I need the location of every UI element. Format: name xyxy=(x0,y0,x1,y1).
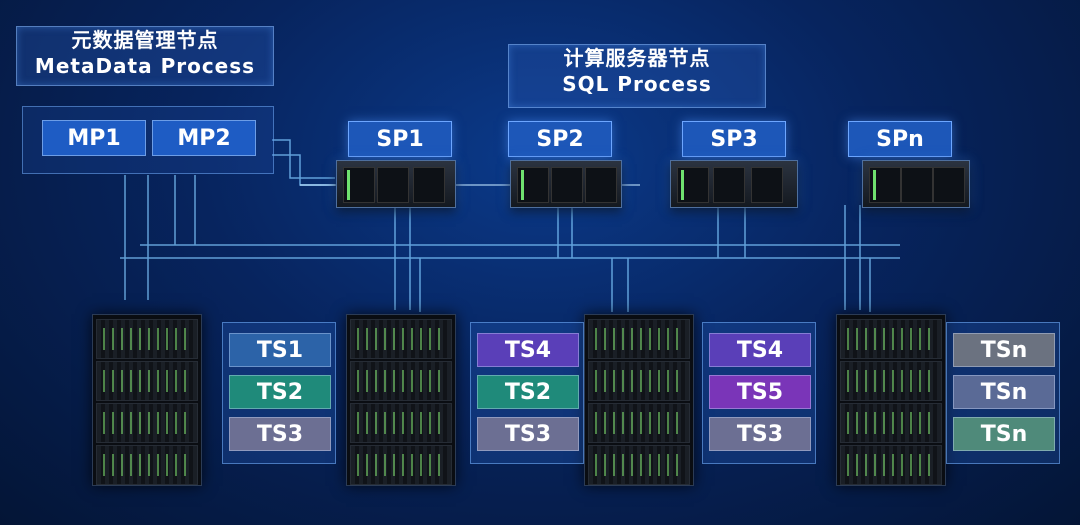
status-led xyxy=(681,194,684,197)
metadata-title-en: MetaData Process xyxy=(34,54,256,78)
tablet-chip: TS2 xyxy=(477,375,579,409)
status-led xyxy=(347,185,350,188)
status-led xyxy=(873,197,876,200)
status-led xyxy=(347,176,350,179)
status-led xyxy=(521,176,524,179)
sql-server-n xyxy=(862,160,970,208)
status-led xyxy=(521,197,524,200)
status-led xyxy=(347,173,350,176)
tablet-chip: TSn xyxy=(953,417,1055,451)
tablet-panel-3: TS4 TS5 TS3 xyxy=(702,322,816,464)
status-led xyxy=(347,182,350,185)
status-led xyxy=(521,182,524,185)
status-led xyxy=(681,176,684,179)
status-led xyxy=(873,170,876,173)
tablet-chip: TSn xyxy=(953,333,1055,367)
tablet-chip: TS2 xyxy=(229,375,331,409)
status-led xyxy=(681,188,684,191)
status-led xyxy=(521,188,524,191)
status-led xyxy=(873,194,876,197)
status-led xyxy=(681,170,684,173)
status-led xyxy=(681,179,684,182)
status-led xyxy=(521,191,524,194)
tablet-chip: TS4 xyxy=(709,333,811,367)
status-led xyxy=(347,179,350,182)
status-led xyxy=(347,197,350,200)
status-led xyxy=(873,173,876,176)
sp-node-3: SP3 xyxy=(682,121,786,157)
sql-title-box: 计算服务器节点 SQL Process xyxy=(508,44,766,108)
status-led xyxy=(873,185,876,188)
status-led xyxy=(681,197,684,200)
status-led xyxy=(521,194,524,197)
status-led xyxy=(681,191,684,194)
status-led xyxy=(347,191,350,194)
status-led xyxy=(521,170,524,173)
metadata-title-box: 元数据管理节点 MetaData Process xyxy=(16,26,274,86)
status-led xyxy=(521,185,524,188)
storage-rack-1 xyxy=(92,314,202,486)
status-led xyxy=(873,188,876,191)
tablet-chip: TS3 xyxy=(477,417,579,451)
status-led xyxy=(347,194,350,197)
tablet-panel-4: TSn TSn TSn xyxy=(946,322,1060,464)
status-led xyxy=(873,176,876,179)
status-led xyxy=(873,182,876,185)
tablet-chip: TS3 xyxy=(229,417,331,451)
tablet-chip: TS4 xyxy=(477,333,579,367)
sql-server-1 xyxy=(336,160,456,208)
tablet-chip: TS5 xyxy=(709,375,811,409)
sql-server-2 xyxy=(510,160,622,208)
tablet-chip: TS1 xyxy=(229,333,331,367)
sql-server-3 xyxy=(670,160,798,208)
sp-node-2: SP2 xyxy=(508,121,612,157)
sql-title-cn: 计算服务器节点 xyxy=(563,46,711,70)
status-led xyxy=(873,191,876,194)
status-led xyxy=(347,188,350,191)
storage-rack-3 xyxy=(584,314,694,486)
storage-rack-4 xyxy=(836,314,946,486)
status-led xyxy=(681,182,684,185)
sql-title-en: SQL Process xyxy=(562,72,712,96)
mp-node-2: MP2 xyxy=(152,120,256,156)
status-led xyxy=(873,179,876,182)
status-led xyxy=(347,170,350,173)
status-led xyxy=(521,179,524,182)
status-led xyxy=(681,173,684,176)
sp-node-n: SPn xyxy=(848,121,952,157)
sp-node-1: SP1 xyxy=(348,121,452,157)
tablet-chip: TS3 xyxy=(709,417,811,451)
tablet-panel-1: TS1 TS2 TS3 xyxy=(222,322,336,464)
tablet-chip: TSn xyxy=(953,375,1055,409)
mp-node-1: MP1 xyxy=(42,120,146,156)
metadata-title-cn: 元数据管理节点 xyxy=(71,28,219,52)
storage-rack-2 xyxy=(346,314,456,486)
status-led xyxy=(521,173,524,176)
status-led xyxy=(681,185,684,188)
tablet-panel-2: TS4 TS2 TS3 xyxy=(470,322,584,464)
